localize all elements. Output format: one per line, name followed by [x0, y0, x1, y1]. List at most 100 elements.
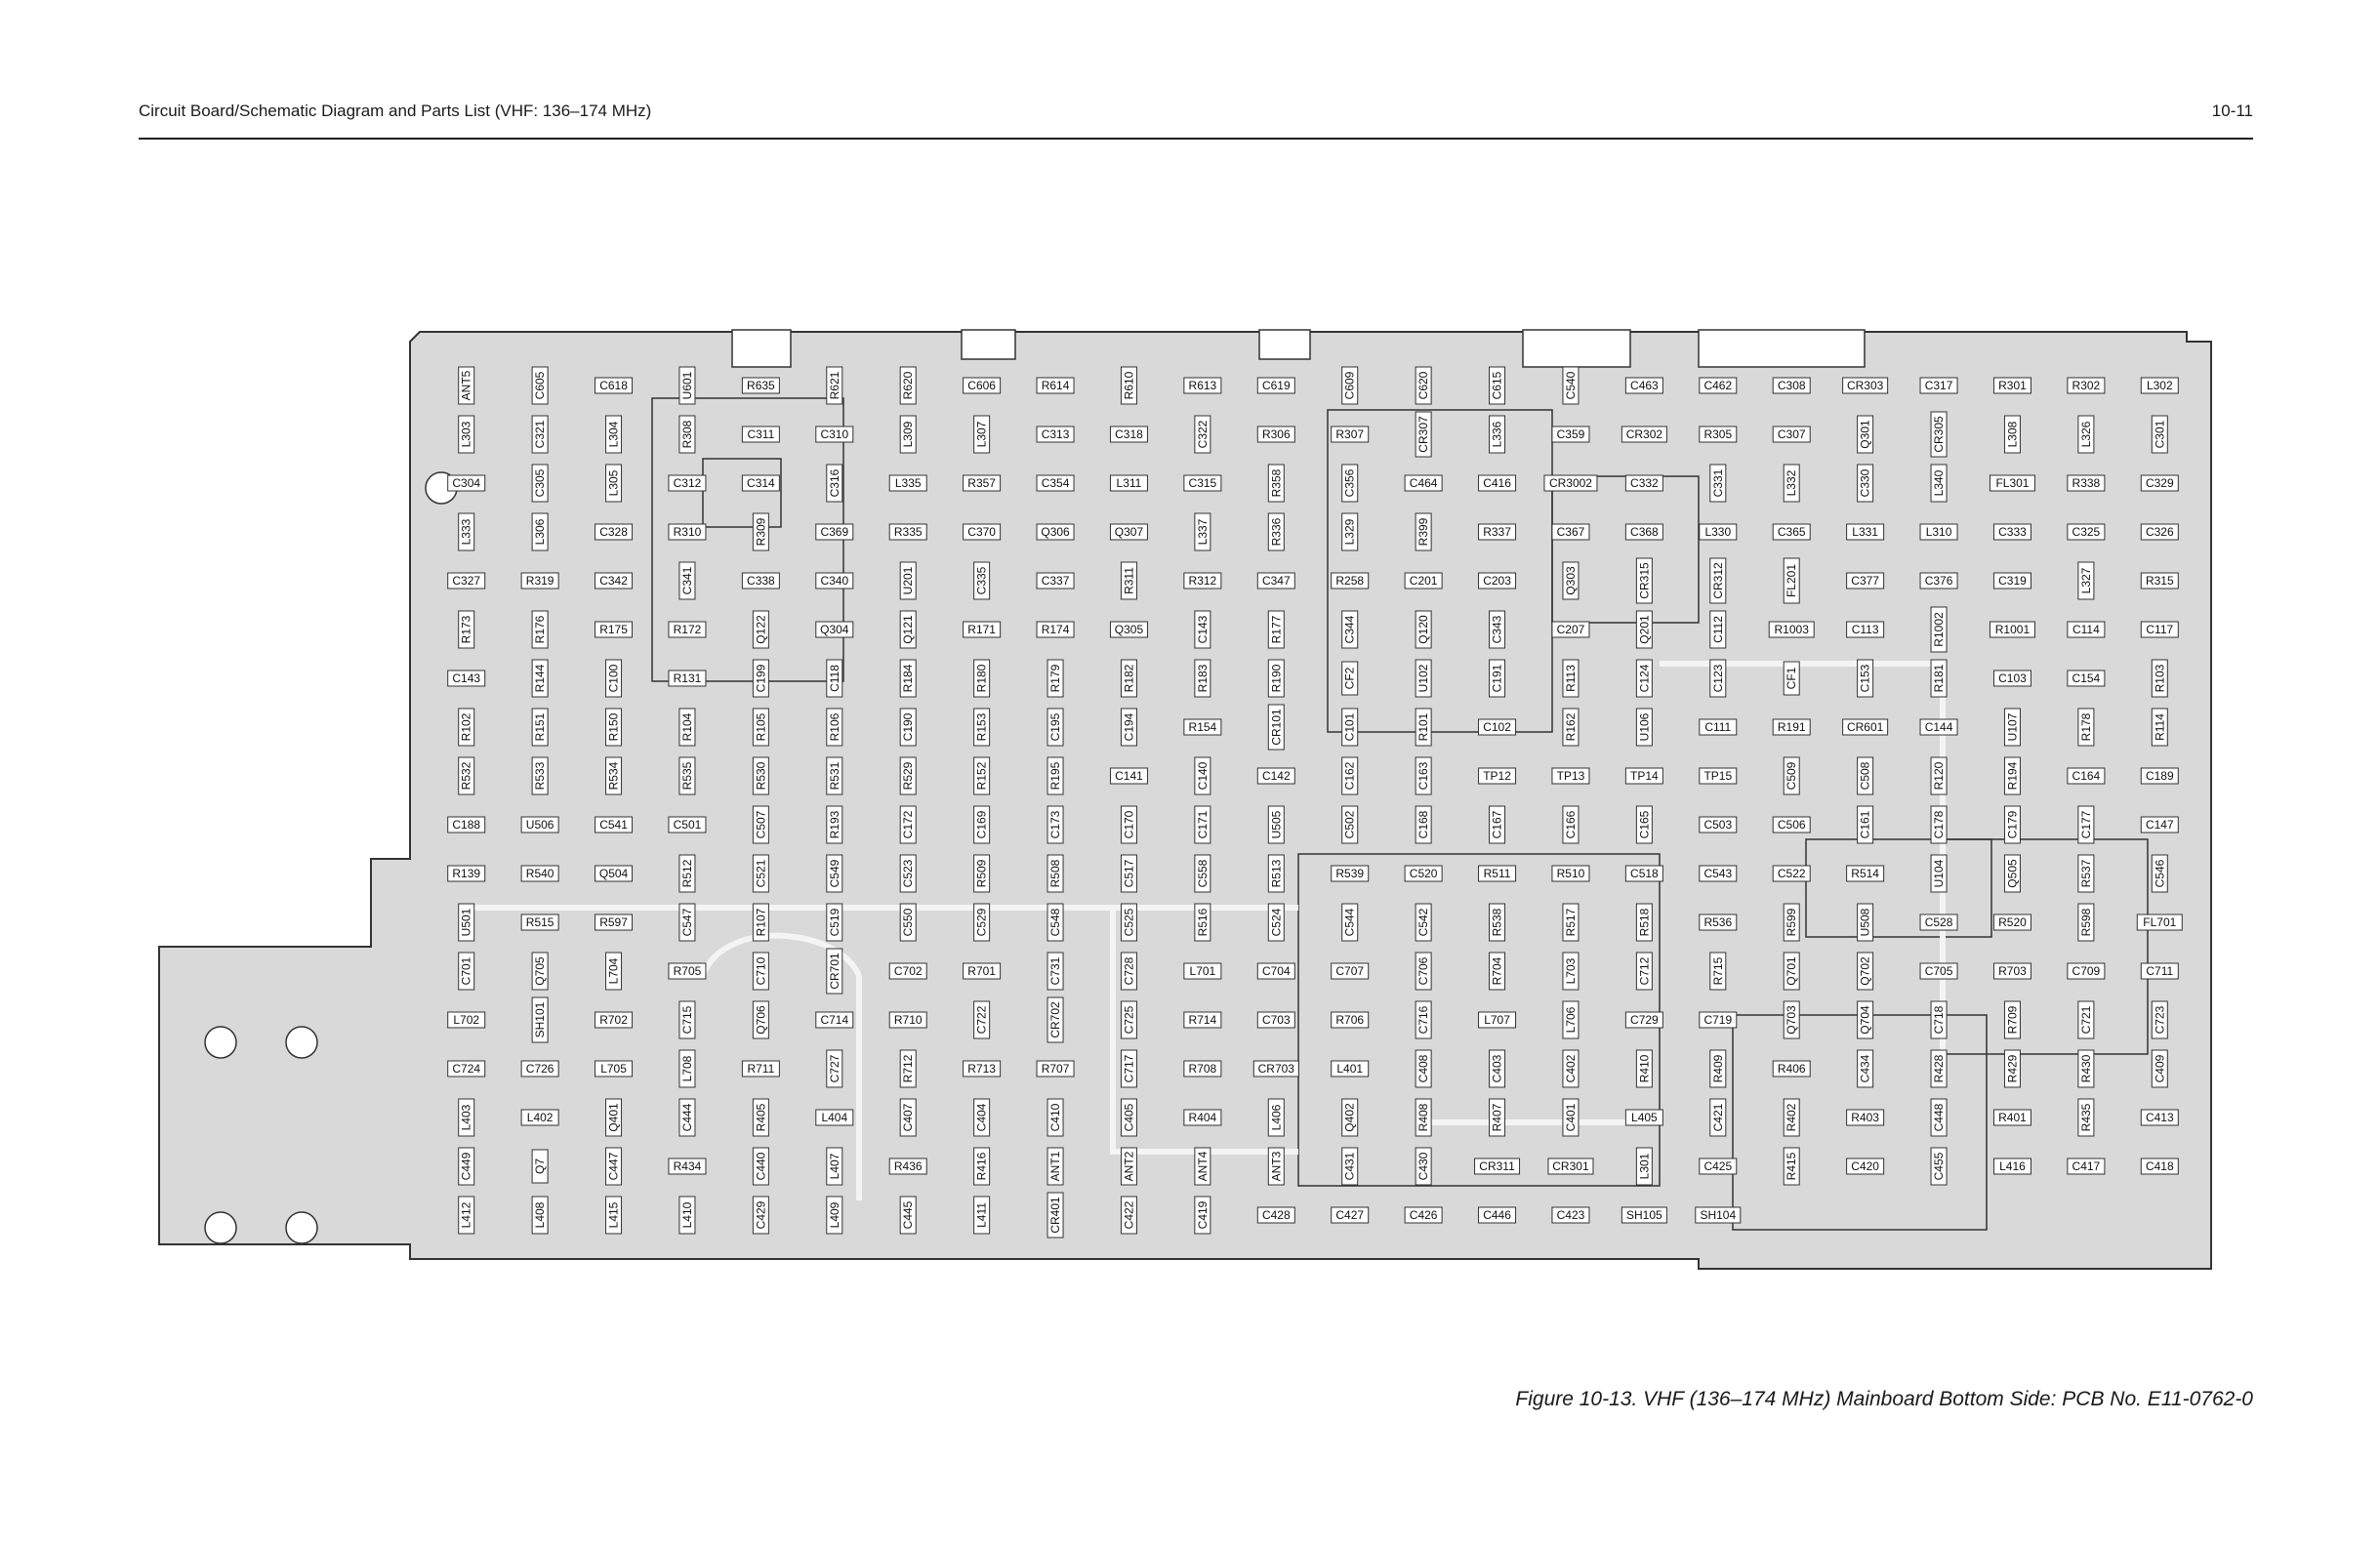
- component-c413: C413: [2140, 1109, 2179, 1126]
- component-outline: [1699, 914, 1738, 931]
- component-r715: R715: [1709, 952, 1727, 991]
- component-c726: C726: [520, 1060, 559, 1077]
- component-c316: C316: [826, 464, 843, 503]
- component-outline: [1341, 464, 1359, 503]
- component-r195: R195: [1046, 756, 1064, 795]
- component-c190: C190: [899, 708, 917, 747]
- component-r540: R540: [520, 865, 559, 882]
- component-c618: C618: [595, 377, 634, 394]
- component-q301: Q301: [1857, 415, 1874, 454]
- component-label: C431: [1343, 1152, 1357, 1180]
- component-label: R534: [607, 761, 621, 790]
- component-label: R434: [674, 1159, 702, 1173]
- component-outline: [1772, 718, 1811, 736]
- component-label: C365: [1778, 525, 1806, 539]
- component-label: L306: [533, 518, 547, 545]
- component-outline: [1404, 1206, 1443, 1224]
- component-outline: [826, 464, 843, 503]
- component-label: C356: [1343, 468, 1357, 497]
- component-label: R114: [2153, 713, 2166, 741]
- component-label: C430: [1416, 1152, 1430, 1180]
- component-label: C420: [1851, 1159, 1879, 1173]
- component-outline: [1992, 962, 2031, 980]
- component-label: CR3002: [1549, 476, 1592, 490]
- component-outline: [1036, 572, 1075, 589]
- component-outline: [531, 708, 549, 747]
- component-c124: C124: [1635, 659, 1653, 698]
- component-outline: [2077, 561, 2095, 600]
- component-label: C518: [1630, 867, 1659, 880]
- component-outline: [1624, 1109, 1663, 1126]
- component-outline: [2067, 670, 2106, 687]
- component-c402: C402: [1562, 1049, 1580, 1088]
- component-c711: C711: [2140, 962, 2179, 980]
- component-outline: [1478, 865, 1517, 882]
- component-label: R518: [1637, 908, 1651, 936]
- component-outline: [1331, 1206, 1370, 1224]
- component-outline: [1621, 1206, 1667, 1224]
- component-label: R407: [1491, 1103, 1504, 1131]
- component-outline: [752, 659, 769, 698]
- component-l311: L311: [1109, 474, 1148, 492]
- component-c315: C315: [1183, 474, 1222, 492]
- component-r531: R531: [826, 756, 843, 795]
- component-label: L309: [901, 421, 915, 447]
- component-label: L307: [975, 421, 989, 447]
- component-outline: [678, 903, 696, 942]
- component-label: U501: [460, 908, 473, 936]
- component-label: C344: [1343, 615, 1357, 643]
- component-outline: [1109, 767, 1148, 785]
- component-outline: [1919, 962, 1958, 980]
- component-l407: L407: [826, 1147, 843, 1186]
- component-label: C325: [2072, 525, 2101, 539]
- component-outline: [520, 865, 559, 882]
- component-outline: [1046, 756, 1064, 795]
- component-outline: [1992, 523, 2031, 541]
- component-r120: R120: [1930, 756, 1948, 795]
- component-label: R179: [1048, 664, 1062, 692]
- component-cr311: CR311: [1474, 1158, 1521, 1175]
- component-label: R309: [754, 517, 767, 546]
- component-label: CR601: [1847, 720, 1884, 734]
- component-q7: Q7: [531, 1149, 549, 1184]
- component-outline: [973, 1196, 991, 1235]
- component-label: Q303: [1564, 566, 1578, 595]
- component-label: L326: [2079, 421, 2093, 447]
- component-label: C318: [1115, 427, 1143, 441]
- component-label: C445: [901, 1200, 915, 1229]
- component-l416: L416: [1992, 1158, 2031, 1175]
- component-c207: C207: [1551, 621, 1590, 638]
- component-c542: C542: [1415, 903, 1432, 942]
- component-outline: [1930, 606, 1948, 653]
- component-label: U102: [1416, 664, 1430, 692]
- component-outline: [815, 1109, 854, 1126]
- component-label: C540: [1564, 371, 1578, 399]
- component-c444: C444: [678, 1098, 696, 1137]
- component-outline: [678, 854, 696, 893]
- component-label: C310: [820, 427, 848, 441]
- component-outline: [1183, 377, 1222, 394]
- component-c142: C142: [1256, 767, 1295, 785]
- component-label: ANT2: [1122, 1151, 1135, 1181]
- component-q307: Q307: [1109, 523, 1148, 541]
- component-fl301: FL301: [1989, 474, 2035, 492]
- component-outline: [888, 523, 927, 541]
- component-label: C301: [2153, 420, 2166, 448]
- component-r309: R309: [752, 512, 769, 551]
- component-outline: [899, 366, 917, 405]
- component-outline: [1267, 610, 1285, 649]
- component-c615: C615: [1489, 366, 1506, 405]
- component-r190: R190: [1267, 659, 1285, 698]
- component-outline: [1415, 1049, 1432, 1088]
- component-label: C506: [1778, 818, 1806, 832]
- component-outline: [668, 474, 707, 492]
- component-q402: Q402: [1341, 1098, 1359, 1137]
- component-outline: [595, 1011, 634, 1029]
- component-outline: [1624, 865, 1663, 882]
- component-outline: [520, 816, 559, 833]
- component-label: R305: [1703, 427, 1732, 441]
- component-label: L329: [1343, 518, 1357, 545]
- component-c620: C620: [1415, 366, 1432, 405]
- component-label: R358: [1269, 468, 1283, 497]
- component-outline: [1624, 377, 1663, 394]
